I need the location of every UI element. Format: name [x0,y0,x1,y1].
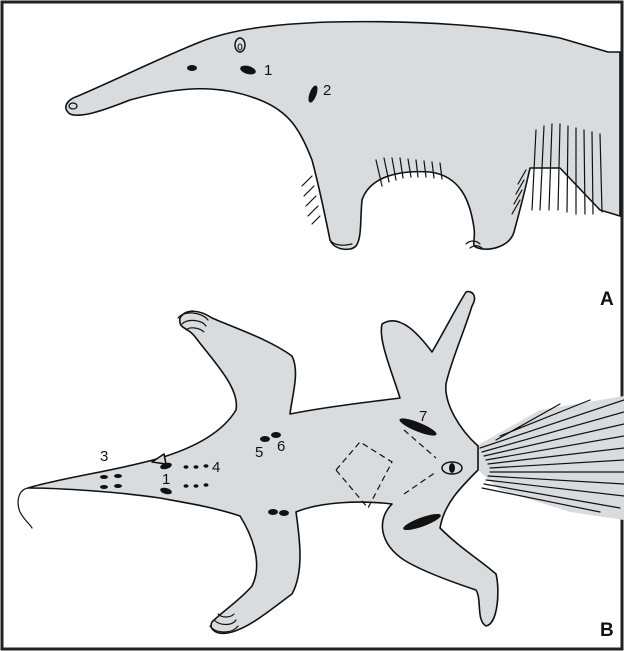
label-7-ventral: 7 [419,408,427,425]
label-1-ventral: 1 [162,471,170,488]
label-6-ventral: 6 [277,438,285,455]
panel-label-b: B [600,620,614,641]
label-5-ventral: 5 [255,444,263,461]
genital-opening-inner [449,463,455,473]
label-2-lateral: 2 [323,82,331,99]
label-4-ventral: 4 [212,459,220,476]
panel-label-a: A [600,289,614,310]
label-3-ventral: 3 [100,448,108,465]
label-1-lateral: 1 [264,62,272,79]
anteater-eye [187,65,197,71]
